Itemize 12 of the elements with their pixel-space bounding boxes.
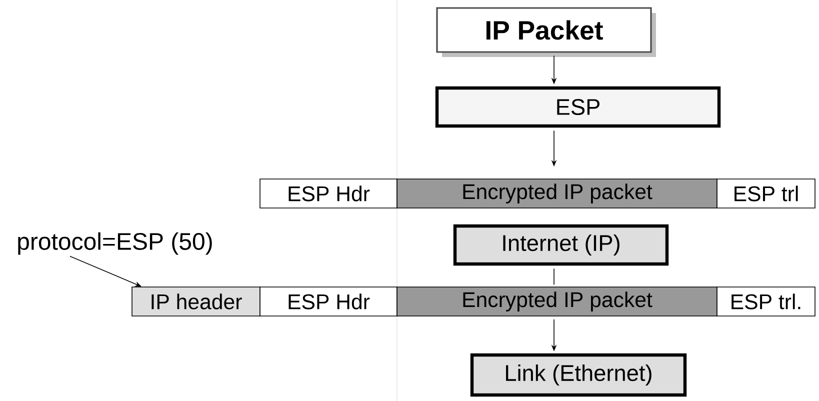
process-box: Internet (IP) [453,224,669,266]
process-box: ESP [435,86,721,128]
annotation-text: protocol=ESP (50) [18,232,212,255]
packet-field: IP header [132,286,260,316]
process-box: Link (Ethernet) [470,353,687,397]
packet-field: ESP trl. [716,286,816,316]
packet-field: Encrypted IP packet [396,178,718,208]
packet-field: ESP Hdr [260,178,398,208]
process-box: IP Packet [436,7,652,53]
packet-field: ESP Hdr [260,286,398,316]
packet-field: ESP trl [716,178,816,208]
packet-field: Encrypted IP packet [396,286,718,316]
